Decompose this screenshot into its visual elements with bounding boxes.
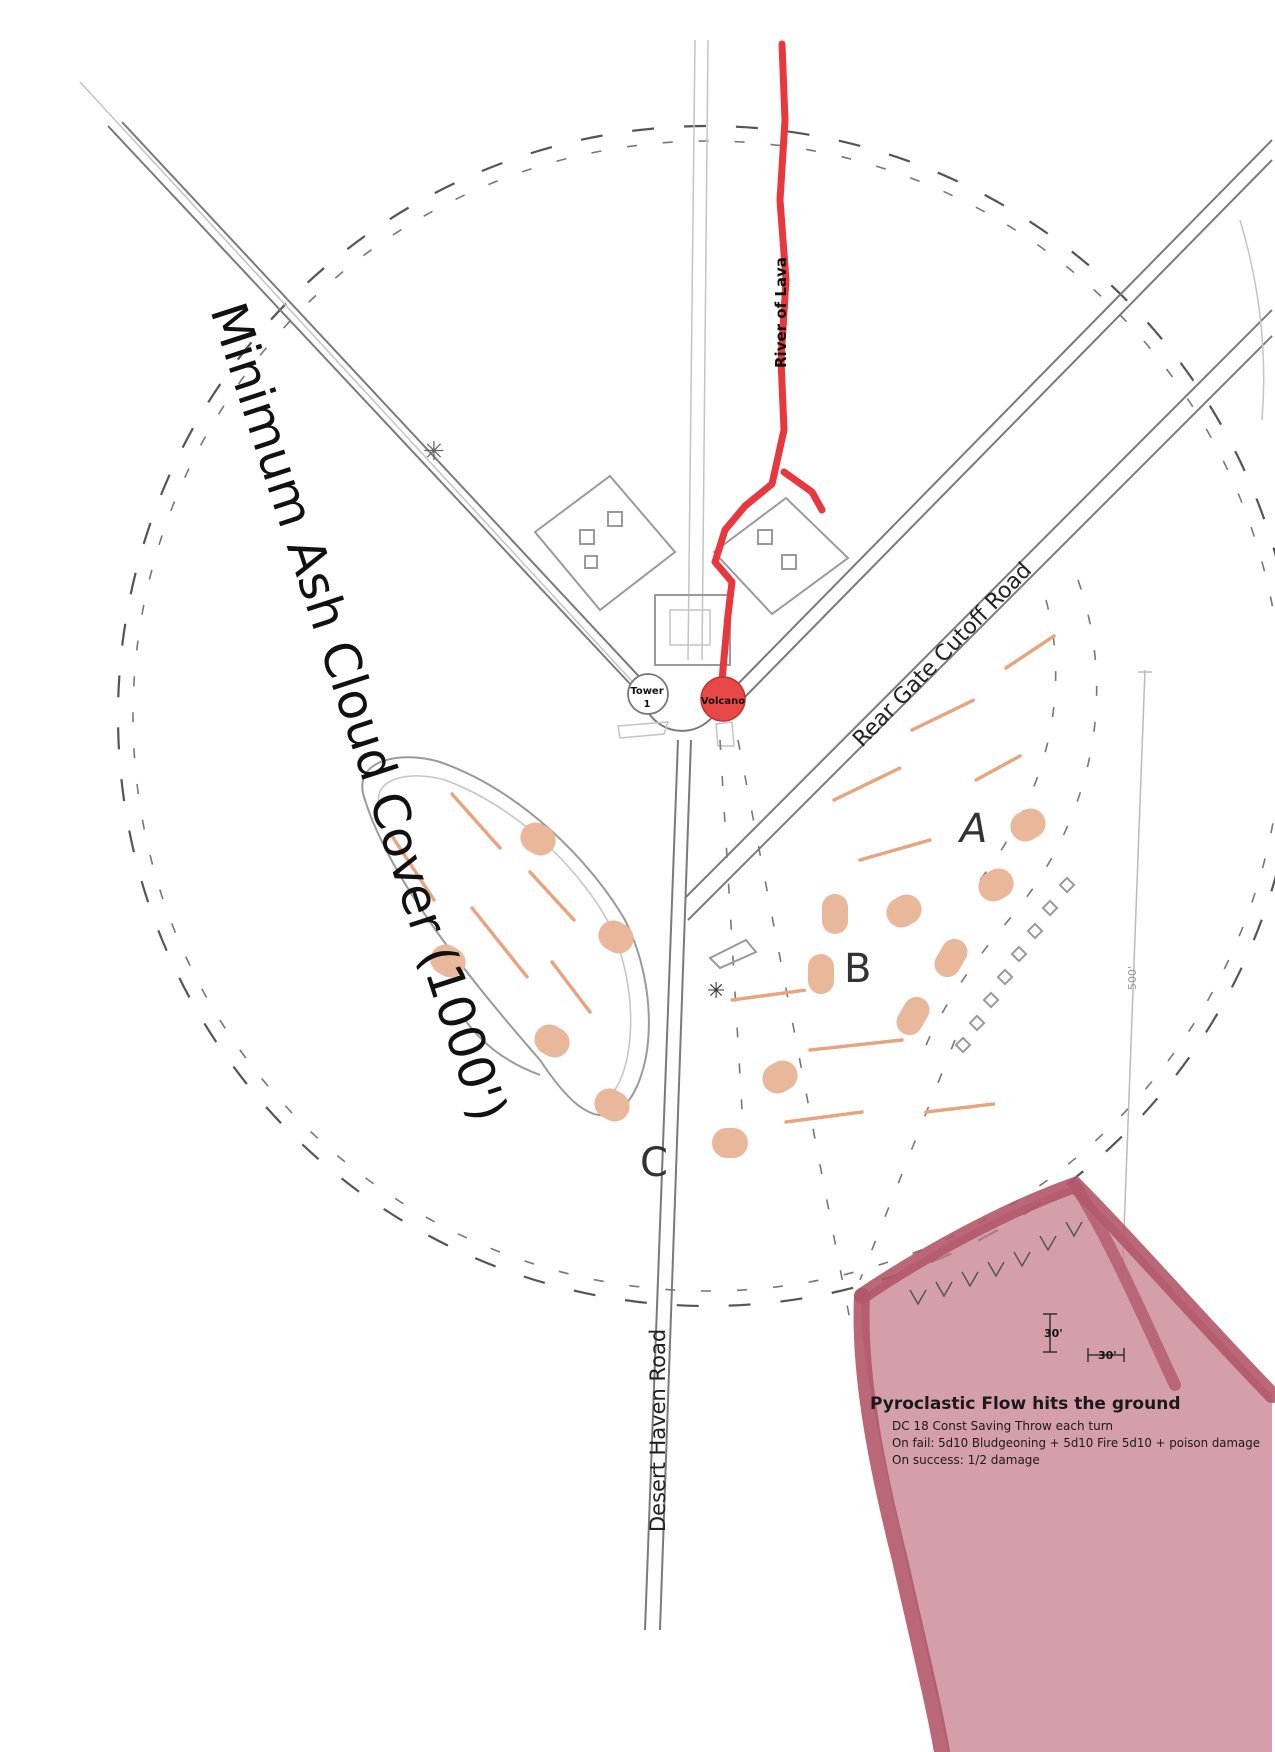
flow-arrows [909, 1221, 1083, 1306]
center-building [654, 594, 731, 666]
flow-save-line: DC 18 Const Saving Throw each turn [892, 1419, 1113, 1433]
measure-30-horizontal-label: 30' [1098, 1349, 1117, 1362]
pyroclastic-flow-edge-right [1069, 1179, 1181, 1391]
measure-30-vertical-label: 30' [1044, 1327, 1063, 1340]
rear-gate-road-label: Rear Gate Cutoff Road [848, 558, 1037, 752]
scale-500-label: 500' [1126, 966, 1139, 990]
volcano-base-sketch [715, 721, 735, 747]
tower-1-label: Tower [630, 686, 663, 697]
ash-cloud-inner-ticks [132, 140, 1275, 1292]
right-diagonal-road [729, 139, 1273, 703]
zone-a-label: A [957, 806, 987, 852]
left-diagonal-road [79, 81, 647, 691]
zone-b-label: B [844, 946, 871, 992]
junction-circle [647, 711, 717, 732]
dust-pills [430, 808, 1046, 1158]
faint-arc [1239, 219, 1265, 421]
measure-30-vertical [1043, 1313, 1057, 1353]
flow-fail-line: On fail: 5d10 Bludgeoning + 5d10 Fire 5d… [892, 1436, 1260, 1450]
desert-haven-road-label: Desert Haven Road [646, 1329, 670, 1532]
sketch-star-icon: ✳ [707, 979, 725, 1004]
measure-30-horizontal [1087, 1348, 1125, 1362]
oval-camp-c [361, 756, 650, 1117]
river-label: River of Lava [772, 257, 790, 368]
tower-base-sketch [617, 721, 670, 739]
pyroclastic-flow-area [861, 1185, 1272, 1752]
star-icon: ✳ [423, 437, 445, 467]
pyroclastic-flow-edge-left [853, 1288, 950, 1752]
small-tent-sketch [708, 938, 758, 970]
rear-gate-cutoff-road [684, 309, 1273, 921]
camp-paths [719, 739, 956, 1321]
flow-success-line: On success: 1/2 damage [892, 1453, 1040, 1467]
center-road [644, 39, 709, 1631]
camp-square-right [712, 496, 850, 616]
boundary-markers [954, 876, 1076, 1054]
dust-stripes [390, 634, 1056, 1124]
volcano-marker [700, 676, 746, 722]
ash-cloud-label: Minimum Ash Cloud Cover (1000') [199, 296, 519, 1128]
camp-a-boundary [919, 579, 1098, 1061]
camp-square-left [533, 474, 677, 612]
volcano-label: Volcano [701, 696, 745, 707]
lava-river [711, 40, 790, 684]
flow-title: Pyroclastic Flow hits the ground [870, 1394, 1180, 1414]
scale-line-vertical [1121, 669, 1146, 1285]
zone-c-label: C [640, 1140, 668, 1186]
lava-river-branch [780, 468, 826, 514]
tower-1-number: 1 [644, 699, 651, 710]
tower-1-marker [627, 673, 669, 715]
